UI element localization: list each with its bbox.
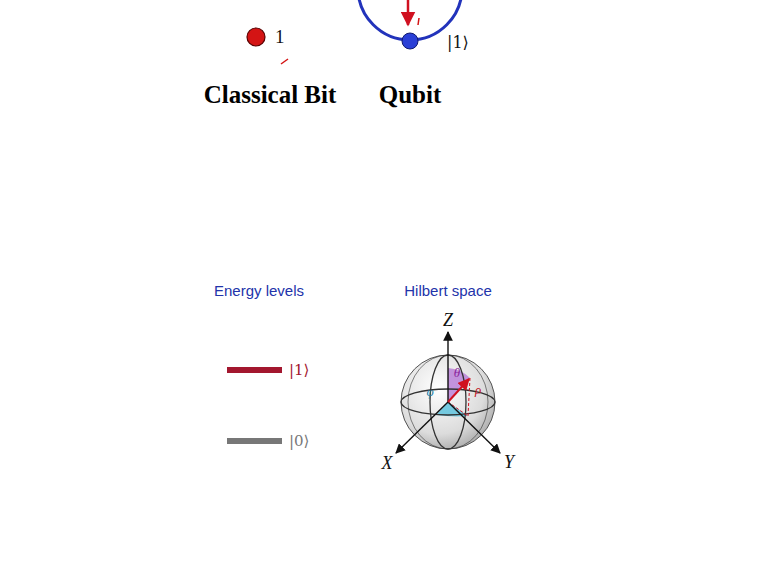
pen-mark	[281, 59, 288, 64]
pen-mark	[418, 18, 419, 25]
state-arrow	[407, 0, 410, 25]
caption-label: Qubit	[379, 81, 442, 109]
angle-label: φ	[426, 385, 433, 399]
section-heading: Hilbert space	[404, 283, 492, 300]
ket-label: |0⟩	[289, 433, 309, 450]
caption-label: Classical Bit	[204, 81, 337, 109]
axis-label: Y	[504, 453, 514, 473]
energy-level	[227, 438, 282, 444]
ket-label: |1⟩	[289, 362, 309, 379]
section-heading: Energy levels	[214, 283, 304, 300]
axis-label: Z	[443, 311, 453, 331]
energy-level	[227, 367, 282, 373]
bit-dot	[247, 28, 265, 46]
qubit-dot	[402, 33, 418, 49]
angle-label: θ	[454, 366, 460, 380]
vector-label: ρ	[475, 383, 481, 397]
ket-label: |1⟩	[447, 34, 469, 52]
bloch-sphere	[396, 332, 500, 453]
bit-value: 1	[275, 27, 285, 48]
axis-label: X	[382, 454, 393, 474]
